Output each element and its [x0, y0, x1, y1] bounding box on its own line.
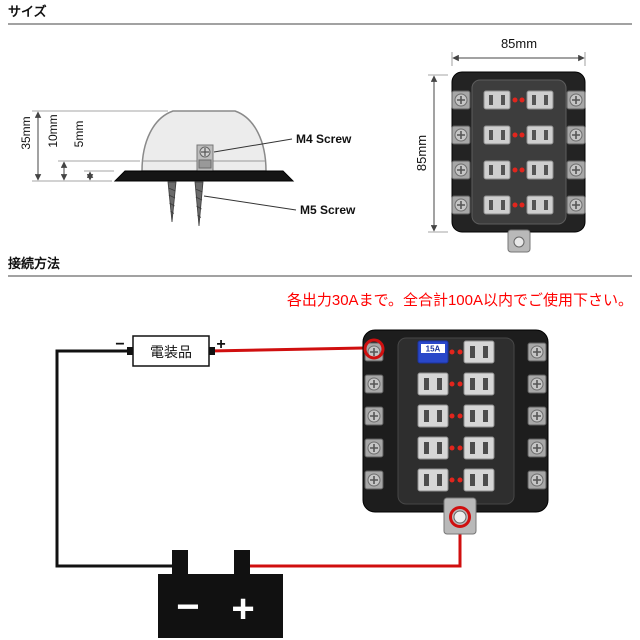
- device-label: 電装品: [150, 344, 192, 360]
- screw-terminal: [566, 90, 586, 110]
- device-box: 電装品 − +: [115, 335, 226, 367]
- led-indicators-top: [512, 97, 525, 208]
- screw-terminal: [364, 406, 384, 426]
- size-section-heading: サイズ: [8, 4, 47, 19]
- battery-body: [158, 574, 283, 638]
- screw-terminal: [364, 470, 384, 490]
- fuse-slot: [463, 340, 495, 364]
- fuse-slot: [463, 404, 495, 428]
- screw-terminal: [451, 160, 471, 180]
- screw-terminal: [527, 438, 547, 458]
- m5-screws: [167, 181, 204, 227]
- screw-terminal: [527, 374, 547, 394]
- fuse-15a: 15A: [417, 340, 449, 364]
- fuse-slot: [483, 125, 511, 145]
- screw-terminal: [566, 160, 586, 180]
- device-minus-sign: −: [115, 336, 124, 353]
- current-limit-warning: 各出力30Aまで。全合計100A以内でご使用下さい。: [287, 291, 633, 309]
- fuse-slot: [526, 195, 554, 215]
- battery-plus-sign: +: [231, 587, 254, 631]
- screw-terminal: [566, 125, 586, 145]
- fuse-slot: [417, 468, 449, 492]
- fuse-slot: [417, 372, 449, 396]
- fuse-slot: [463, 468, 495, 492]
- screw-terminal: [527, 406, 547, 426]
- dim-10mm-label: 10mm: [46, 114, 60, 147]
- fuse-slot: [483, 90, 511, 110]
- device-plus-sign: +: [216, 336, 225, 353]
- screw-terminal: [451, 195, 471, 215]
- led-indicators-front: [449, 349, 463, 483]
- fuse-slot: [483, 195, 511, 215]
- dim-85mm-left-label: 85mm: [414, 135, 429, 171]
- connection-section-heading: 接続方法: [8, 256, 60, 271]
- negative-wire: [55, 349, 172, 568]
- fusebox-front-panel: [397, 337, 515, 505]
- top-view-drawing: 85mm 85mm: [414, 36, 586, 253]
- screw-terminal: [527, 470, 547, 490]
- screw-terminal: [566, 195, 586, 215]
- m4-screw-terminal: [196, 144, 214, 172]
- battery-positive-post: [234, 550, 250, 576]
- side-view-drawing: 35mm 10mm 5mm M4 Screw M5 Screw: [19, 110, 356, 227]
- fuse-box-front: 15A: [362, 329, 549, 535]
- screw-terminal: [527, 342, 547, 362]
- ground-tab-front: [443, 497, 477, 535]
- fuse-slot: [526, 125, 554, 145]
- fuse-slot: [463, 436, 495, 460]
- fuse-slot: [526, 160, 554, 180]
- screw-terminal: [451, 90, 471, 110]
- positive-wire: [208, 346, 365, 353]
- fusebox-top-cover: [471, 79, 567, 225]
- fuse-slot: [463, 372, 495, 396]
- fusebox-base-plate: [113, 170, 295, 182]
- battery-minus-sign: −: [176, 585, 199, 629]
- fuse-slot: [483, 160, 511, 180]
- dim-35mm-label: 35mm: [19, 116, 33, 149]
- battery-positive-wire: [250, 524, 462, 568]
- fuse-15a-label: 15A: [426, 345, 441, 354]
- battery-negative-post: [172, 550, 188, 576]
- screw-terminal: [364, 438, 384, 458]
- ground-ring-terminal: [449, 506, 471, 528]
- wiring-diagram: 電装品 − +: [55, 329, 549, 638]
- dim-85mm-top-label: 85mm: [501, 36, 537, 51]
- battery: − +: [158, 550, 283, 638]
- dim-5mm-label: 5mm: [72, 121, 86, 148]
- fuse-slot: [417, 436, 449, 460]
- fuse-slot: [526, 90, 554, 110]
- fuse-slot: [417, 404, 449, 428]
- screw-terminal: [364, 374, 384, 394]
- positive-ring-terminal: [363, 338, 385, 360]
- m4-screw-label: M4 Screw: [296, 132, 352, 146]
- screw-terminal: [451, 125, 471, 145]
- ground-tab-top: [507, 229, 531, 253]
- m5-screw-label: M5 Screw: [300, 203, 356, 217]
- fusebox-cover-side: [141, 110, 267, 172]
